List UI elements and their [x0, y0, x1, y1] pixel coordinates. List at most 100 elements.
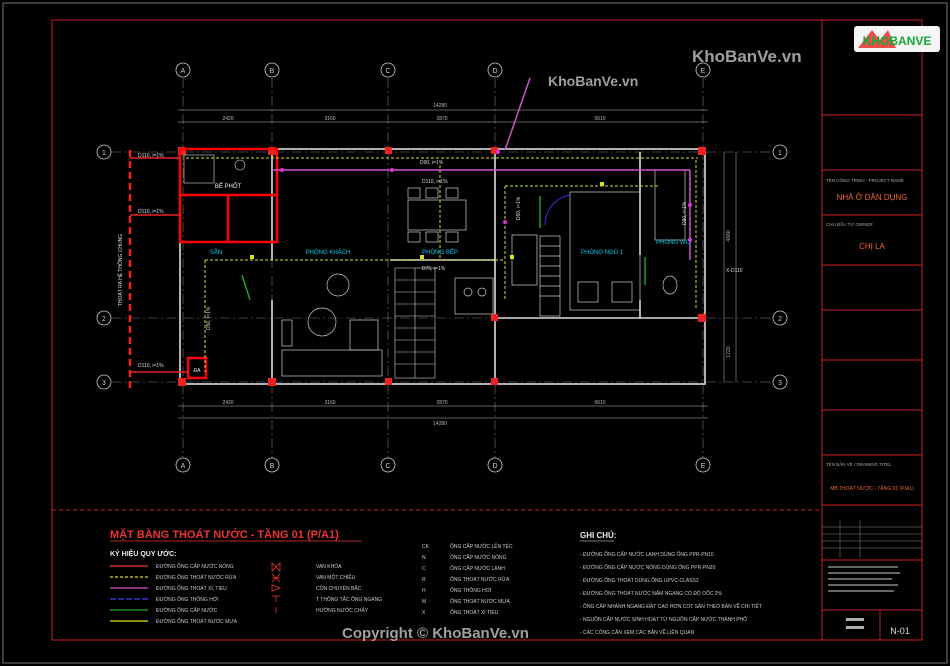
watermark-copyright: Copyright © KhoBanVe.vn — [342, 625, 529, 642]
pipe-label-d110-mid: D110, i=1% — [138, 209, 164, 215]
note-2: - ĐƯỜNG ỐNG THOÁT DÙNG ỐNG UPVC-CLASS2 — [580, 577, 699, 584]
dim-right-1: 4660 — [726, 230, 732, 241]
legend-line-samples — [110, 565, 148, 622]
axis-label-d-top: D — [492, 68, 497, 75]
sheet-number: N-01 — [890, 626, 910, 636]
room-wc: PHÒNG WC — [656, 239, 690, 246]
legend-symbol-2: CÔN CHUYỂN BẬC — [316, 585, 362, 592]
axis-label-a-bottom: A — [181, 463, 186, 470]
kitchen-counter — [454, 234, 538, 315]
dim-top-total: 14280 — [433, 103, 447, 109]
note-6: - CÁC CÔNG CẦN XEM CÁC BẢN VẼ LIÊN QUAN — [580, 628, 695, 636]
axis-bubbles — [96, 62, 788, 473]
bedroom-furniture — [539, 191, 641, 317]
axis-label-a-top: A — [181, 68, 186, 75]
dim-bottom-total: 14280 — [433, 421, 447, 427]
pipe-label-d50-yard: D50, i=1% — [206, 306, 212, 330]
code-label-3: ỐNG THOÁT NƯỚC RỬA — [450, 576, 510, 583]
drawing-title-block: MB THOÁT NƯỚC - TẦNG 01 (P/A1) — [830, 485, 914, 492]
note-3: - ĐƯỜNG ỐNG THOÁT NƯỚC NẰM NGANG CÓ ĐỘ D… — [580, 589, 722, 597]
staircase — [394, 267, 436, 379]
dim-bottom-1: 2420 — [222, 400, 233, 406]
owner-name: CHỊ LA — [859, 242, 885, 251]
code-1: N — [422, 555, 426, 561]
code-0: CK — [422, 544, 430, 550]
room-septic: BỂ PHỐT — [215, 183, 242, 190]
structural-columns — [178, 147, 706, 386]
pipe-label-d90-top: D90, i=1% — [420, 160, 444, 166]
pipe-label-d110-bottom: D110, i=1% — [138, 363, 164, 369]
code-label-0: ỐNG CẤP NƯỚC LÊN TÉC — [450, 542, 513, 550]
inner-frame — [51, 19, 823, 641]
axis-label-e-bottom: E — [701, 463, 706, 470]
legend-symbol-0: VAN KHÓA — [316, 563, 342, 570]
pipe-label-d90-wc: D90, i=1% — [682, 201, 688, 225]
legend-line-0: ĐƯỜNG ỐNG CẤP NƯỚC NÓNG — [156, 563, 234, 570]
room-bedroom: PHÒNG NGỦ 1 — [581, 249, 624, 256]
pipe-markers — [280, 150, 692, 242]
legend-symbol-3: T THÔNG TẮC ỐNG NGANG — [316, 595, 382, 603]
watermark-site-center: KhoBanVe.vn — [548, 73, 638, 89]
logo: KHOBANVE — [854, 26, 940, 52]
axis-label-e-top: E — [701, 68, 706, 75]
note-1: - ĐƯỜNG ỐNG CẤP NƯỚC NÓNG DÙNG ỐNG PPR-P… — [580, 564, 716, 571]
axis-label-2-right: 2 — [778, 316, 782, 323]
axis-label-c-top: C — [385, 68, 390, 75]
room-kitchen: PHÒNG BẾP — [422, 249, 458, 256]
axis-label-1-right: 1 — [778, 150, 782, 157]
room-yard: SÂN — [210, 249, 222, 256]
axis-label-d-bottom: D — [492, 463, 497, 470]
legend-line-1: ĐƯỜNG ỐNG THOÁT NƯỚC RỬA — [156, 574, 237, 581]
pipe-label-d110-top: D110, i=1% — [138, 153, 164, 159]
axis-label-2-left: 2 — [102, 316, 106, 323]
legend-heading: KÝ HIỆU QUY ƯỚC: — [110, 549, 177, 558]
note-5: - NGUỒN CẤP NƯỚC SINH HOẠT TỪ NGUỒN CẤP … — [580, 616, 747, 623]
legend-symbol-1: VAN MỘT CHIỀU — [316, 574, 356, 581]
dim-top-1: 2420 — [222, 116, 233, 122]
dim-bottom-4: 5610 — [594, 400, 605, 406]
legend-line-2: ĐƯỜNG ỐNG THOÁT XÍ, TIỂU — [156, 585, 227, 592]
left-outlet-label: THOÁT RA HỆ THỐNG CHUNG — [116, 234, 124, 306]
legend-line-3: ĐƯỜNG ỐNG THÔNG HƠI — [156, 596, 218, 603]
pipe-outlets-horizontal — [130, 157, 188, 373]
legend-symbol-4: HƯỚNG NƯỚC CHẢY — [316, 607, 369, 614]
drawing-title-label: TÊN BẢN VẼ / DRAWING TITEL — [826, 460, 892, 467]
drawing-title: MẶT BẰNG THOÁT NƯỚC - TẦNG 01 (P/A1) — [110, 528, 339, 541]
code-3: R — [422, 577, 426, 583]
dim-right-2: 1720 — [726, 346, 732, 357]
dim-bottom-2: 3160 — [324, 400, 335, 406]
dimension-lines — [178, 109, 737, 419]
note-4: - ỐNG CẤP NHÁNH NGANG ĐẶT CAO HƠN COT SÀ… — [580, 603, 762, 610]
project-name: NHÀ Ở DÂN DỤNG — [837, 193, 908, 202]
note-0: - ĐƯỜNG ỐNG CẤP NƯỚC LẠNH DÙNG ỐNG PPR-P… — [580, 551, 714, 558]
logo-text: KHOBANVE — [863, 34, 932, 48]
axis-label-b-top: B — [270, 68, 275, 75]
dim-top-3: 2870 — [436, 116, 447, 122]
pipe-label-d50-kitchen: D50, i=1% — [516, 196, 522, 220]
doors — [241, 196, 646, 301]
code-label-1: ỐNG CẤP NƯỚC NÓNG — [450, 554, 507, 561]
dim-top-2: 3160 — [324, 116, 335, 122]
legend-symbol-glyphs — [271, 562, 282, 613]
code-label-6: ỐNG THOÁT XÍ TIỂU — [450, 609, 499, 616]
dim-top-4: 5610 — [594, 116, 605, 122]
room-living: PHÒNG KHÁCH — [306, 249, 351, 256]
axis-label-3-right: 3 — [778, 380, 782, 387]
title-block — [821, 19, 923, 641]
dim-bottom-3: 2870 — [436, 400, 447, 406]
code-6: X — [422, 610, 426, 616]
watermark-site-top: KhoBanVe.vn — [692, 47, 802, 66]
pipe-label-riser: X-D110 — [726, 268, 743, 274]
pipe-label-d110-kitchen: D110, i=1% — [422, 179, 448, 185]
axis-label-3-left: 3 — [102, 380, 106, 387]
pipe-label-d75: D75, i=1% — [422, 266, 446, 272]
da-label: ĐA — [194, 368, 202, 374]
code-5: M — [422, 599, 426, 605]
owner-label: CHỦ ĐẦU TƯ OWNER — [826, 221, 874, 227]
axis-label-b-bottom: B — [270, 463, 275, 470]
pipe-wash — [186, 157, 698, 372]
code-4: H — [422, 588, 426, 594]
code-label-2: ỐNG CẤP NƯỚC LẠNH — [450, 565, 505, 572]
